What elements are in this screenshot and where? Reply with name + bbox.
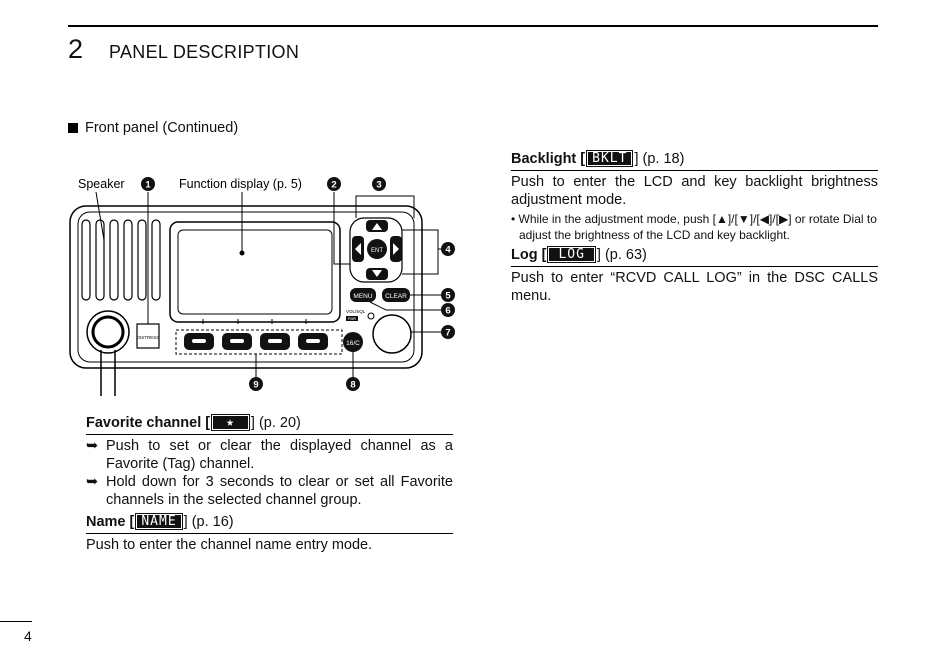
name-lcd-icon: NAME <box>135 513 183 530</box>
backlight-rule <box>511 170 878 171</box>
panel-body <box>69 205 423 369</box>
svg-text:4: 4 <box>445 245 451 256</box>
chapter-title: PANEL DESCRIPTION <box>109 42 300 62</box>
favorite-title: Favorite channel [ ★ ] (p. 20) <box>86 414 301 431</box>
header-rule <box>68 25 878 27</box>
front-panel-diagram: Speaker Function display (p. 5) DISTRESS <box>69 177 455 396</box>
speaker-grille <box>81 219 161 301</box>
bklt-lcd-icon: BKLT <box>586 150 634 167</box>
dial-knob[interactable] <box>372 314 412 354</box>
function-display-label: Function display (p. 5) <box>179 177 302 191</box>
log-lcd-icon: LOG <box>547 246 596 263</box>
favorite-section: Favorite channel [ ★ ] (p. 20) ➥ Push to… <box>86 414 453 509</box>
callout-2 <box>327 177 341 191</box>
pwr-label: PWR <box>348 317 357 321</box>
log-text: Push to enter “RCVD CALL LOG” in the DSC… <box>511 270 878 304</box>
callout-8 <box>346 377 360 391</box>
page-number: 4 <box>24 628 32 644</box>
name-section: Name [ NAME ] (p. 16) Push to enter the … <box>86 513 453 554</box>
backlight-title: Backlight [ BKLT ] (p. 18) <box>511 150 685 167</box>
clear-key[interactable] <box>382 288 410 302</box>
star-icon: ★ <box>211 414 250 431</box>
arrow-bullet-icon: ➥ <box>86 474 99 490</box>
name-title: Name [ NAME ] (p. 16) <box>86 513 234 530</box>
direction-pad: ENT <box>349 217 403 283</box>
vol-sql-label: VOL/SQL <box>346 309 366 314</box>
clear-label: CLEAR <box>385 293 407 300</box>
speaker-label: Speaker <box>78 177 125 191</box>
callout-6 <box>441 303 455 317</box>
log-title: Log [ LOG ] (p. 63) <box>511 246 647 263</box>
callout-4 <box>441 242 455 256</box>
section-heading: Front panel (Continued) <box>68 120 238 136</box>
svg-text:7: 7 <box>445 328 450 339</box>
callout-9 <box>249 377 263 391</box>
callout-3 <box>372 177 386 191</box>
ent-label: ENT <box>371 248 383 254</box>
backlight-section: Backlight [ BKLT ] (p. 18) Push to enter… <box>511 150 878 243</box>
section-heading-text: Front panel (Continued) <box>85 120 239 136</box>
channel-16-key[interactable] <box>343 332 363 352</box>
page-number-rule <box>0 621 32 622</box>
svg-text:1: 1 <box>145 180 151 191</box>
name-rule <box>86 533 453 534</box>
panel-inner <box>77 211 415 363</box>
mic-connector <box>86 310 130 354</box>
distress-label: DISTRESS <box>137 335 160 340</box>
log-section: Log [ LOG ] (p. 63) Push to enter “RCVD … <box>511 246 878 305</box>
function-display <box>169 221 341 323</box>
callout-5 <box>441 288 455 302</box>
soft-keys <box>175 329 343 355</box>
log-rule <box>511 266 878 267</box>
list-item: ➥ Hold down for 3 seconds to clear or se… <box>86 474 453 508</box>
svg-text:5: 5 <box>445 291 451 302</box>
ent-key[interactable] <box>367 239 387 259</box>
backlight-text: Push to enter the LCD and key backlight … <box>511 174 878 208</box>
callout-7 <box>441 325 455 339</box>
svg-text:3: 3 <box>376 180 381 191</box>
arrow-bullet-icon: ➥ <box>86 438 99 454</box>
menu-key[interactable] <box>350 288 376 302</box>
list-item: ➥ Push to set or clear the displayed cha… <box>86 438 453 472</box>
svg-text:16/C: 16/C <box>346 340 360 347</box>
backlight-note: • While in the adjustment mode, push [▲]… <box>511 212 877 242</box>
menu-label: MENU <box>353 293 372 300</box>
callout-1 <box>141 177 155 191</box>
svg-text:2: 2 <box>331 180 336 191</box>
square-bullet-icon <box>68 123 78 133</box>
svg-text:9: 9 <box>253 380 258 391</box>
favorite-rule <box>86 434 453 435</box>
svg-text:8: 8 <box>350 380 355 391</box>
name-text: Push to enter the channel name entry mod… <box>86 537 373 553</box>
svg-text:6: 6 <box>445 306 450 317</box>
chapter-number: 2 <box>68 34 84 64</box>
